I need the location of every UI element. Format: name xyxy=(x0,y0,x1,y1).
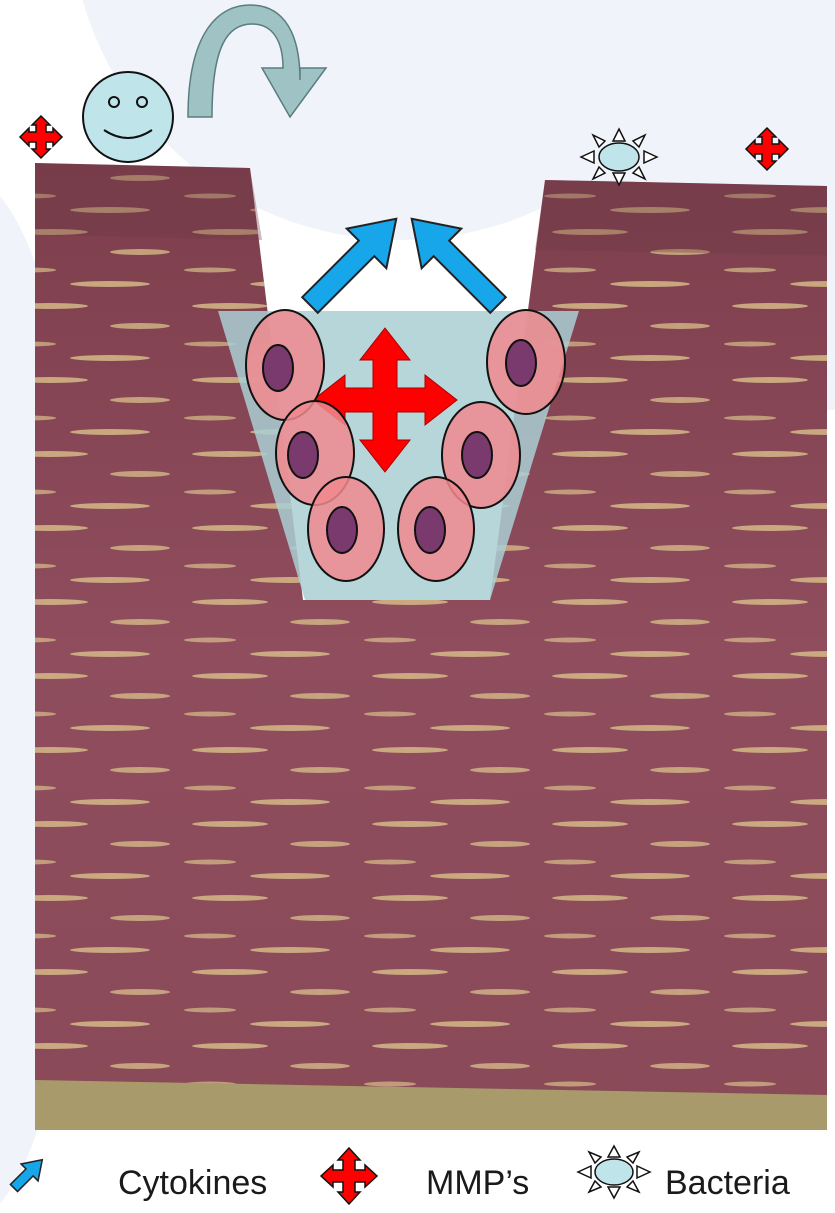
cytokine-arrow-right xyxy=(392,199,518,325)
cytokine-arrow-left xyxy=(290,199,416,325)
cell xyxy=(487,310,565,414)
bacteria-icon xyxy=(581,129,657,185)
curved-arrow-icon xyxy=(188,5,326,117)
tissue-section xyxy=(35,163,827,1130)
bacteria-icon xyxy=(578,1146,650,1198)
mmp-cross-icon xyxy=(20,116,62,158)
legend-cytokines-label: Cytokines xyxy=(118,1163,267,1203)
smiley-face-icon xyxy=(83,72,173,162)
mmp-cross-icon xyxy=(746,128,788,170)
cell xyxy=(398,477,474,581)
mmp-cross-icon xyxy=(321,1148,377,1204)
legend-mmps-label: MMP’s xyxy=(426,1163,529,1203)
cell xyxy=(308,477,384,581)
legend-bacteria-label: Bacteria xyxy=(665,1163,790,1203)
cytokine-arrow-icon xyxy=(6,1151,51,1196)
